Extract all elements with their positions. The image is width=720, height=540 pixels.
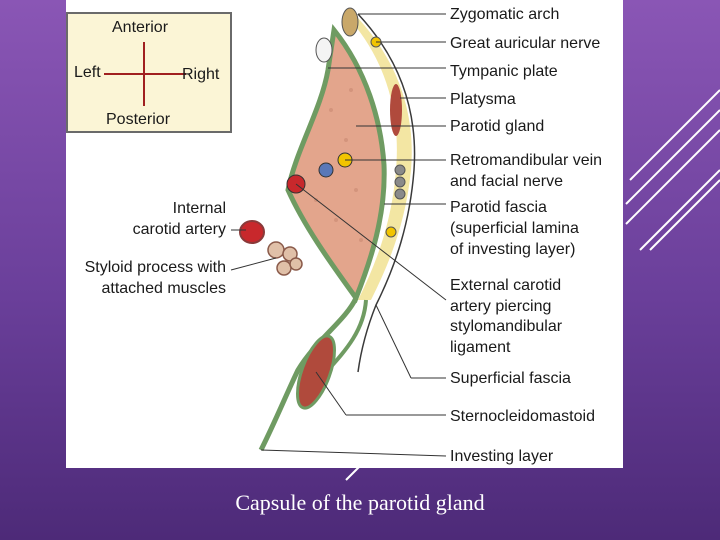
compass-anterior: Anterior <box>112 19 169 36</box>
compass-left: Left <box>74 64 101 81</box>
label-internal: Internal <box>172 200 226 217</box>
leader-lines-left <box>230 229 277 271</box>
label-superficial-lamina: (superficial lamina <box>450 220 579 237</box>
zygomatic-arch <box>341 7 359 37</box>
skin-line <box>357 13 416 373</box>
tympanic-plate <box>315 37 333 63</box>
label-zygomatic-arch: Zygomatic arch <box>450 6 560 23</box>
label-investing-layer: Investing layer <box>450 448 554 465</box>
label-carotid-artery: carotid artery <box>132 221 226 238</box>
label-artery-piercing: artery piercing <box>450 298 552 315</box>
label-parotid-fascia: Parotid fascia <box>450 199 547 216</box>
label-parotid-gland: Parotid gland <box>450 118 545 135</box>
compass-right: Right <box>182 66 220 83</box>
nerve-branch <box>385 226 397 238</box>
lymph-nodes <box>394 164 406 200</box>
parotid-cross-section <box>230 7 447 457</box>
label-investing-layer-note: of investing layer) <box>450 241 576 258</box>
compass-cross <box>104 42 186 106</box>
retromandibular-vein <box>318 162 334 178</box>
label-facial-nerve: and facial nerve <box>450 173 563 190</box>
label-great-auricular-nerve: Great auricular nerve <box>450 35 601 52</box>
label-sternocleidomastoid: Sternocleidomastoid <box>450 408 595 425</box>
label-superficial-fascia: Superficial fascia <box>450 370 571 387</box>
internal-carotid-artery <box>239 220 265 244</box>
label-external-carotid: External carotid <box>450 277 562 294</box>
orientation-compass: Anterior Posterior Left Right <box>66 12 232 133</box>
platysma <box>390 84 402 136</box>
label-tympanic-plate: Tympanic plate <box>450 63 558 80</box>
slide-caption: Capsule of the parotid gland <box>235 490 485 515</box>
label-attached-muscles: attached muscles <box>101 280 226 297</box>
label-ligament: ligament <box>450 339 511 356</box>
compass-posterior: Posterior <box>106 111 171 128</box>
label-retromandibular-vein: Retromandibular vein <box>450 152 603 169</box>
label-stylomandibular: stylomandibular <box>450 318 563 335</box>
parotid-gland <box>285 23 387 304</box>
investing-layer <box>258 296 359 452</box>
label-styloid-process: Styloid process with <box>84 259 226 276</box>
label-platysma: Platysma <box>450 91 516 108</box>
leader-lines-right <box>260 13 447 457</box>
